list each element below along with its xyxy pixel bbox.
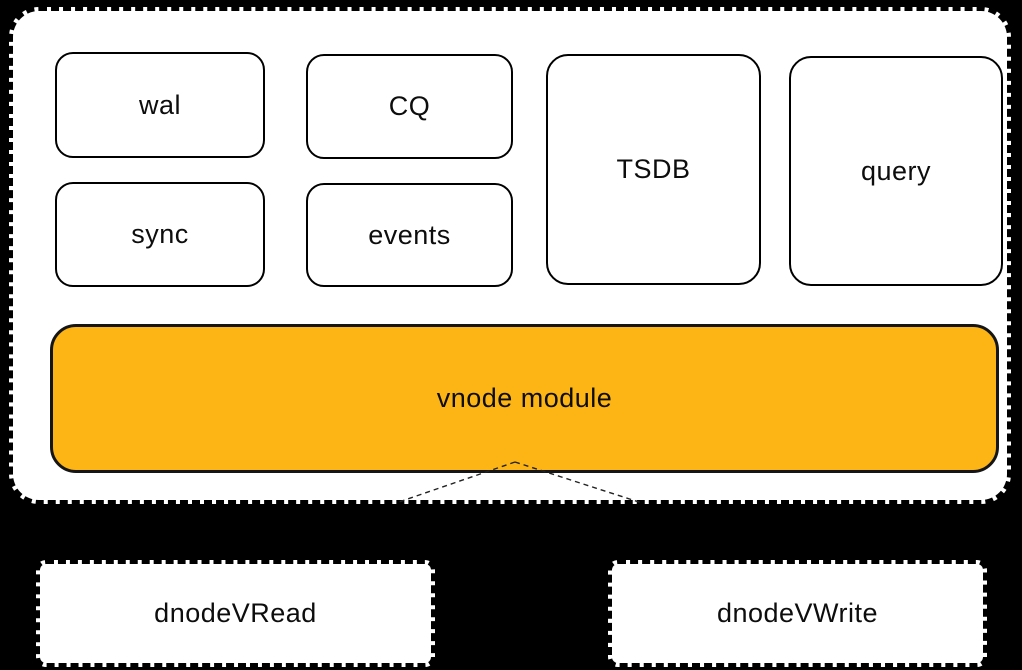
- vnode-group-panel: wal CQ sync events TSDB query vnode modu…: [9, 7, 1011, 504]
- module-label-query: query: [860, 155, 932, 186]
- dnode-vwrite-label: dnodeVWrite: [716, 598, 879, 628]
- module-label-wal: wal: [138, 89, 181, 120]
- dnode-vread-label: dnodeVRead: [154, 598, 317, 628]
- vnode-module-label: vnode module: [436, 383, 613, 413]
- dnode-vread-box: dnodeVRead: [36, 560, 435, 667]
- module-box-query: query: [789, 56, 1003, 286]
- module-label-cq: CQ: [388, 91, 431, 121]
- module-label-tsdb: TSDB: [616, 154, 691, 184]
- module-box-events: events: [306, 183, 513, 287]
- module-box-sync: sync: [55, 182, 265, 287]
- module-box-cq: CQ: [306, 54, 513, 159]
- dnode-vwrite-box: dnodeVWrite: [608, 560, 987, 667]
- vnode-module-box: vnode module: [50, 324, 999, 473]
- module-label-events: events: [368, 219, 451, 250]
- module-label-sync: sync: [131, 219, 189, 249]
- module-box-tsdb: TSDB: [546, 54, 761, 285]
- module-box-wal: wal: [55, 52, 265, 158]
